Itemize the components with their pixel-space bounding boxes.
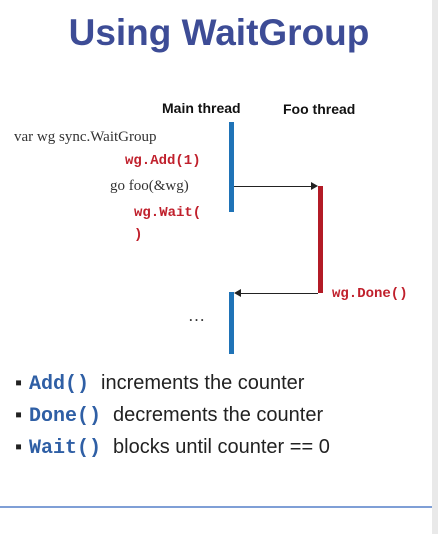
bottom-rule <box>0 506 438 508</box>
main-thread-header: Main thread <box>162 100 241 116</box>
bullet-text: blocks until counter == 0 <box>113 436 330 458</box>
slide-title: Using WaitGroup <box>68 12 370 53</box>
bullet-list: ▪ Add() increments the counter ▪ Done() … <box>15 372 425 468</box>
bullet-add: ▪ Add() increments the counter <box>15 372 425 404</box>
ellipsis: … <box>188 306 205 325</box>
method-add: Add() <box>29 373 90 396</box>
bullet-text: decrements the counter <box>113 404 324 426</box>
go-call: go foo(&wg) <box>110 178 189 194</box>
right-edge-shadow <box>432 0 438 534</box>
bullet-marker: ▪ <box>15 372 23 394</box>
method-done: Done() <box>29 405 102 428</box>
waitgroup-declaration: var wg sync.WaitGroup <box>14 129 157 145</box>
add-call: wg.Add(1) <box>125 153 201 169</box>
bullet-done: ▪ Done() decrements the counter <box>15 404 425 436</box>
spawn-arrowhead <box>311 182 318 190</box>
wait-call: wg.Wait( <box>134 205 202 221</box>
wait-call-close: ) <box>134 227 143 243</box>
bullet-text: increments the counter <box>101 372 305 394</box>
foo-thread-header: Foo thread <box>283 101 356 117</box>
spawn-arrow-line <box>234 186 312 187</box>
method-wait: Wait() <box>29 437 102 460</box>
foo-thread-bar <box>318 186 323 293</box>
main-thread-bar-bottom <box>229 292 234 354</box>
bullet-marker: ▪ <box>15 436 23 458</box>
main-thread-bar-top <box>229 122 234 212</box>
done-arrow-line <box>240 293 318 294</box>
done-arrowhead <box>234 289 241 297</box>
bullet-wait: ▪ Wait() blocks until counter == 0 <box>15 436 425 468</box>
done-call: wg.Done() <box>332 286 408 302</box>
bullet-marker: ▪ <box>15 404 23 426</box>
